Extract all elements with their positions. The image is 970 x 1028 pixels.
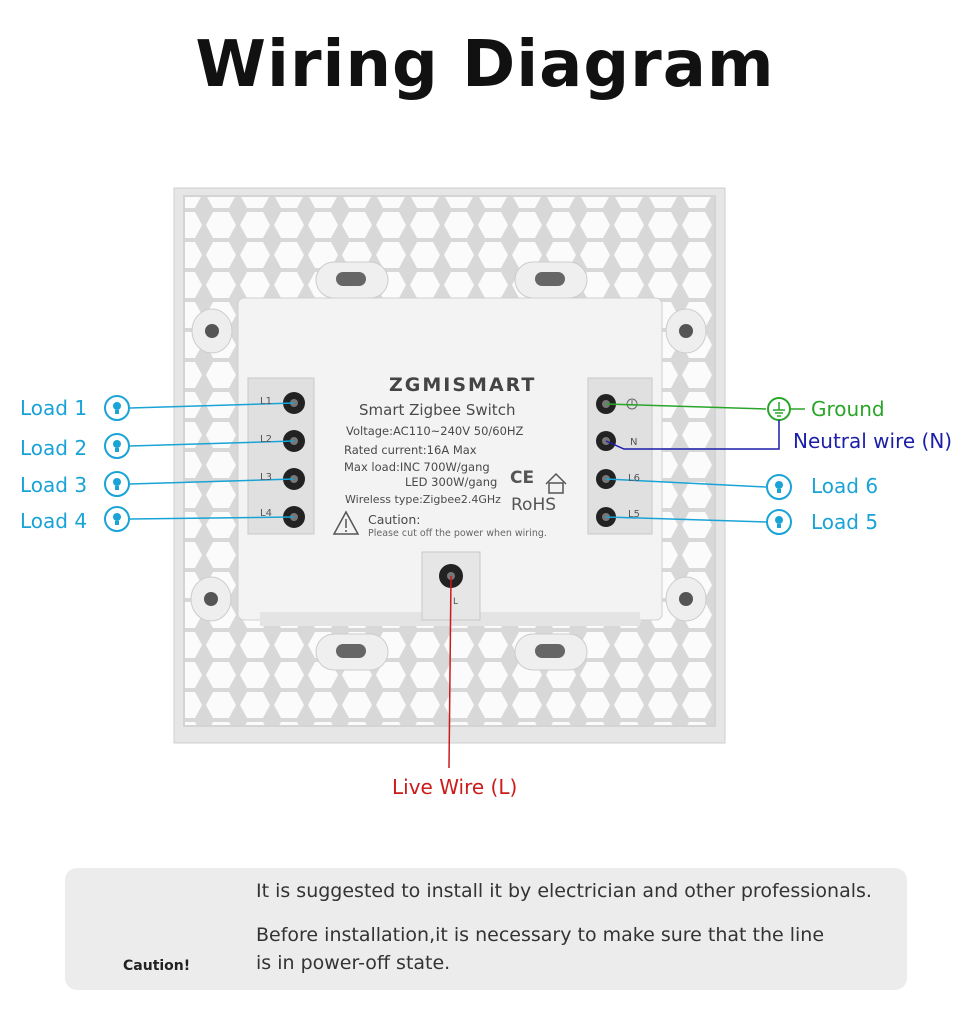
- load-6-label: Load 6: [811, 474, 879, 498]
- load-4-wire: [104, 506, 295, 532]
- load-3-wire: [104, 471, 295, 497]
- device-caution-text: Please cut off the power when wiring.: [368, 528, 547, 539]
- live-label: Live Wire (L): [392, 775, 518, 799]
- rohs-mark: RoHS: [511, 495, 557, 515]
- ce-mark: CE: [510, 468, 535, 488]
- bulb-icon: [775, 481, 783, 528]
- device-caution-title: Caution:: [368, 512, 421, 527]
- mounting-hole: [665, 576, 707, 622]
- caution-line-3: is in power-off state.: [256, 952, 451, 974]
- device-name: Smart Zigbee Switch: [359, 401, 516, 419]
- neutral-wire: [605, 420, 780, 450]
- load-3-label: Load 3: [20, 473, 88, 497]
- bulb-icon: [113, 402, 121, 525]
- load-6-wire: [605, 474, 792, 500]
- load-4-label: Load 4: [20, 509, 88, 533]
- load-2-label: Load 2: [20, 436, 88, 460]
- device-maxload-inc: Max load:INC 700W/gang: [344, 460, 490, 474]
- device-current: Rated current:16A Max: [344, 443, 477, 457]
- ground-wire: [605, 397, 805, 421]
- house-icon: [545, 472, 567, 494]
- terminal-label: L4: [260, 508, 272, 519]
- terminal-label: N: [630, 437, 638, 448]
- ground-label: Ground: [811, 397, 885, 421]
- terminal-label: L6: [628, 473, 640, 484]
- live-wire: [448, 575, 452, 769]
- load-2-wire: [104, 433, 295, 459]
- mounting-hole: [191, 308, 233, 354]
- caution-box: [65, 868, 907, 990]
- load-1-wire: [104, 395, 295, 421]
- page-title: Wiring Diagram: [195, 28, 775, 102]
- terminal-label: L3: [260, 472, 272, 483]
- terminal-label: L: [453, 597, 459, 607]
- device-voltage: Voltage:AC110~240V 50/60HZ: [346, 424, 524, 438]
- terminal-label: L5: [628, 509, 640, 520]
- load-1-label: Load 1: [20, 396, 88, 420]
- terminal-label: L2: [260, 434, 272, 445]
- caution-line-1: It is suggested to install it by electri…: [256, 880, 872, 902]
- device-brand: ZGMISMART: [389, 374, 537, 396]
- device-maxload-led: LED 300W/gang: [405, 475, 498, 489]
- mounting-hole: [665, 308, 707, 354]
- warning-small-icon: [332, 510, 360, 535]
- device-wireless: Wireless type:Zigbee2.4GHz: [345, 493, 501, 506]
- load-5-label: Load 5: [811, 510, 879, 534]
- switch-module: [237, 297, 663, 626]
- caution-line-2: Before installation,it is necessary to m…: [256, 924, 825, 946]
- load-5-wire: [605, 509, 792, 535]
- caution-label: Caution!: [123, 958, 191, 974]
- neutral-label: Neutral wire (N): [793, 429, 953, 453]
- terminal-label: L1: [260, 396, 272, 407]
- mounting-hole: [190, 576, 232, 622]
